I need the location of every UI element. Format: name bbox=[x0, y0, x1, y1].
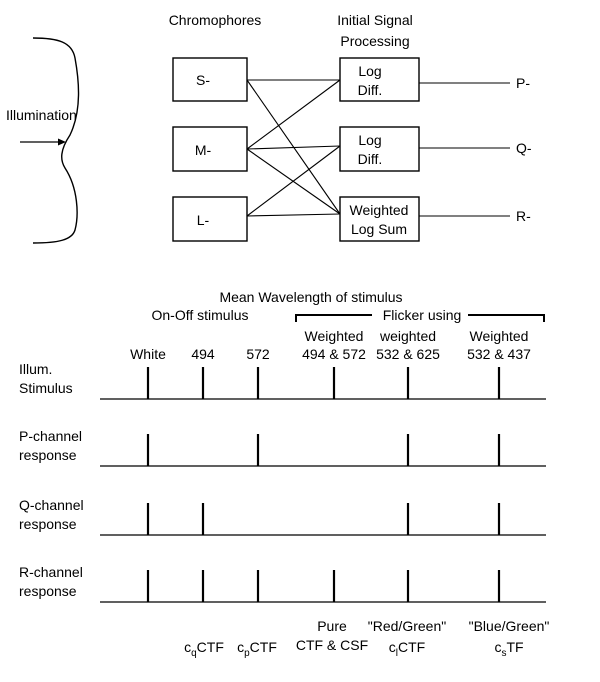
processor-q-line-1: Log bbox=[358, 132, 381, 148]
flicker-bracket bbox=[295, 314, 545, 322]
function-prefix: c bbox=[494, 639, 501, 655]
stimulus-response-diagram: Mean Wavelength of stimulus On-Off stimu… bbox=[19, 289, 549, 659]
function-suffix: TF bbox=[506, 639, 523, 655]
chromophore-l-label: L- bbox=[197, 212, 210, 228]
processor-q-line-2: Diff. bbox=[358, 151, 383, 167]
footer-function-label: cpCTF bbox=[237, 639, 277, 659]
row-label: Q-channel bbox=[19, 497, 84, 513]
row-label: Illum. bbox=[19, 361, 52, 377]
footer-label: "Red/Green" bbox=[368, 618, 446, 634]
function-suffix: CTF bbox=[398, 639, 425, 655]
processing-header-line-1: Initial Signal bbox=[337, 12, 413, 28]
processor-p-line-1: Log bbox=[358, 63, 381, 79]
wavelength-title: Mean Wavelength of stimulus bbox=[219, 289, 402, 305]
footer-function-label: cqCTF bbox=[184, 639, 224, 659]
stimulus-label: Weighted bbox=[305, 328, 364, 344]
stimulus-label: 532 & 437 bbox=[467, 346, 531, 362]
function-suffix: CTF bbox=[197, 639, 224, 655]
processor-r-line-2: Log Sum bbox=[351, 221, 407, 237]
processing-schematic: Chromophores Initial Signal Processing I… bbox=[6, 12, 532, 244]
row-label: response bbox=[19, 447, 77, 463]
processor-box-q bbox=[339, 126, 420, 172]
chromophore-m-label: M- bbox=[195, 142, 212, 158]
stimulus-label: 494 bbox=[191, 346, 215, 362]
connection-l-r bbox=[246, 213, 341, 217]
processor-box-r bbox=[339, 196, 420, 242]
function-prefix: c bbox=[237, 639, 244, 655]
connection-lines bbox=[246, 79, 510, 217]
stimulus-columns: White 494 572 Weighted 494 & 572 weighted 532 … bbox=[130, 328, 531, 362]
function-prefix: c bbox=[184, 639, 191, 655]
onoff-label: On-Off stimulus bbox=[152, 307, 249, 323]
output-p-label: P- bbox=[516, 75, 530, 91]
function-subscript: q bbox=[191, 648, 197, 659]
row-label: P-channel bbox=[19, 428, 82, 444]
illumination-label: Illumination bbox=[6, 107, 77, 123]
stimulus-label: 494 & 572 bbox=[302, 346, 366, 362]
channel-rows: Illum.StimulusP-channelresponseQ-channel… bbox=[19, 361, 546, 603]
processor-p-line-2: Diff. bbox=[358, 82, 383, 98]
row-label: response bbox=[19, 516, 77, 532]
processor-r-line-1: Weighted bbox=[350, 202, 409, 218]
footer-label: "Blue/Green" bbox=[469, 618, 550, 634]
function-subscript: p bbox=[244, 648, 250, 659]
flicker-label: Flicker using bbox=[383, 307, 462, 323]
row-label: response bbox=[19, 583, 77, 599]
output-q-label: Q- bbox=[516, 140, 532, 156]
function-subscript: l bbox=[396, 648, 398, 659]
connection-m-q bbox=[246, 145, 341, 150]
stimulus-label: 572 bbox=[246, 346, 270, 362]
output-r-label: R- bbox=[516, 208, 531, 224]
chromophore-s-label: S- bbox=[196, 72, 210, 88]
footer-function-label: csTF bbox=[494, 639, 523, 659]
chromophore-box-s bbox=[172, 57, 248, 102]
chromophores-header: Chromophores bbox=[169, 12, 262, 28]
function-subscript: s bbox=[501, 648, 506, 659]
row-label: Stimulus bbox=[19, 380, 73, 396]
processing-header-line-2: Processing bbox=[340, 33, 409, 49]
connection-l-q bbox=[246, 145, 341, 217]
connection-m-p bbox=[246, 79, 341, 150]
stimulus-label: White bbox=[130, 346, 166, 362]
function-suffix: CTF bbox=[250, 639, 277, 655]
illumination-arrow-head bbox=[58, 138, 66, 146]
stimulus-label: Weighted bbox=[470, 328, 529, 344]
chromophore-box-l bbox=[172, 196, 248, 242]
footer-function-label: clCTF bbox=[389, 639, 425, 659]
illumination-brace bbox=[32, 37, 80, 244]
footer-label: CTF & CSF bbox=[296, 637, 368, 653]
footer-label: Pure bbox=[317, 618, 347, 634]
function-prefix: c bbox=[389, 639, 396, 655]
stimulus-label: 532 & 625 bbox=[376, 346, 440, 362]
stimulus-label: weighted bbox=[379, 328, 436, 344]
row-label: R-channel bbox=[19, 564, 83, 580]
